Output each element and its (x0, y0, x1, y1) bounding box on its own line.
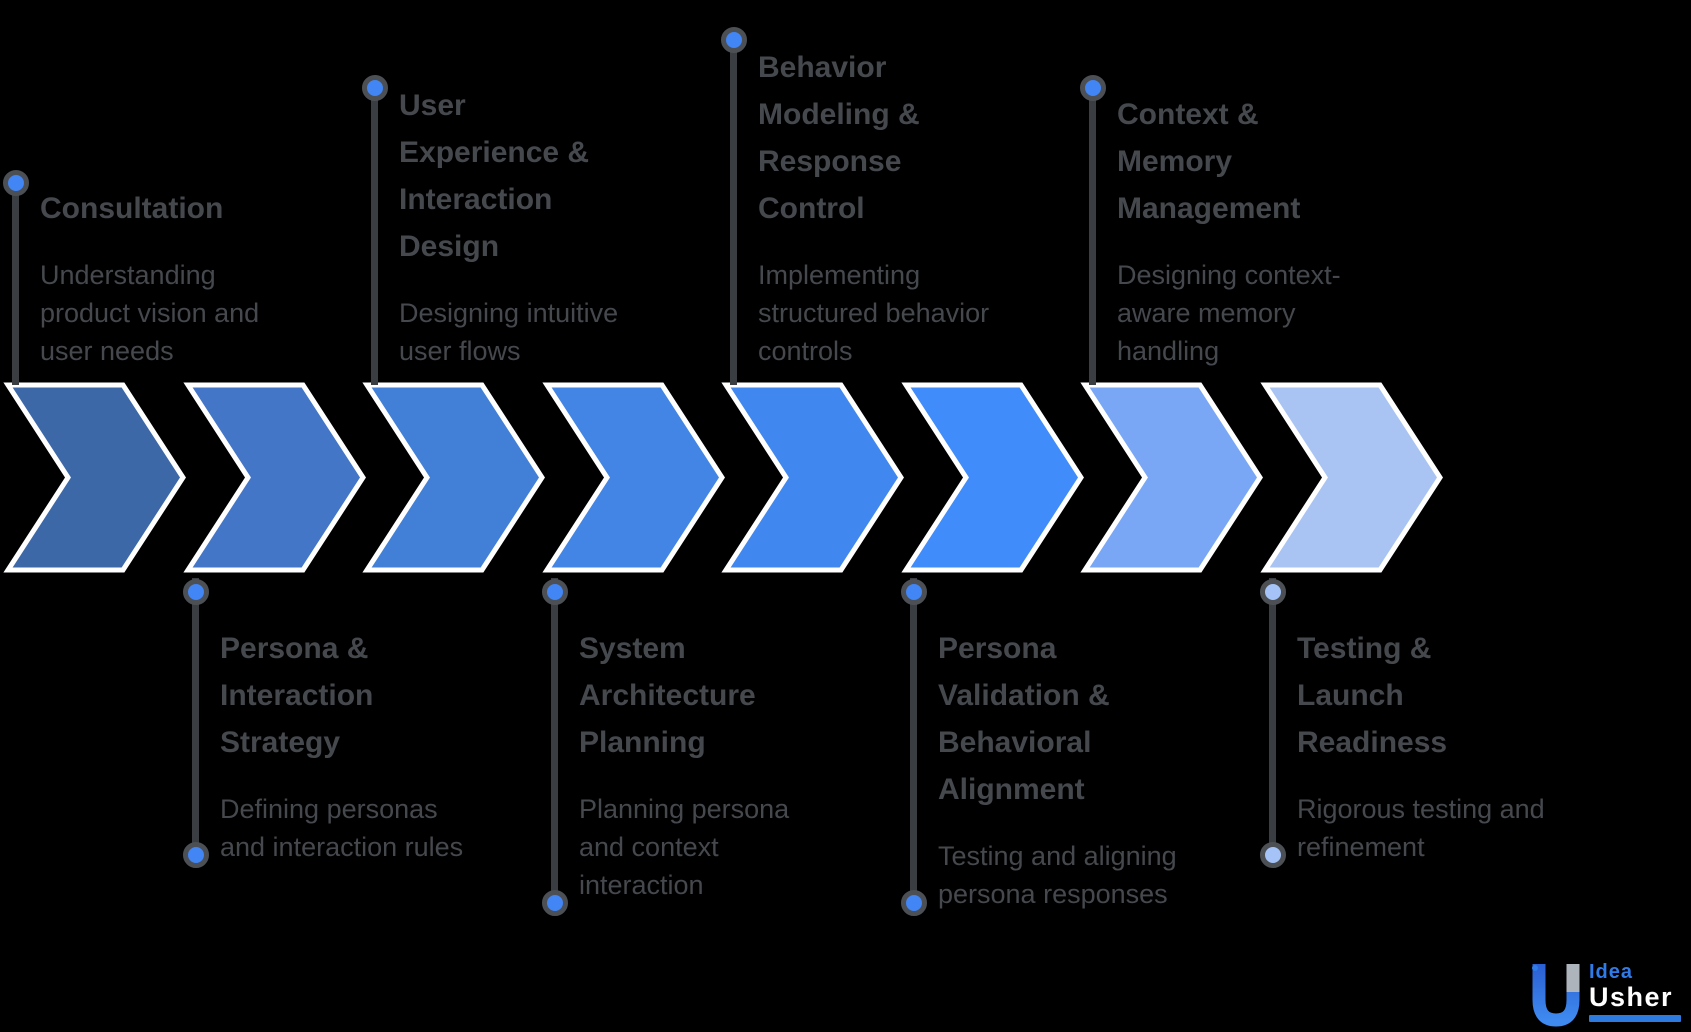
step-description: Testing and aligning persona responses (938, 841, 1177, 909)
brand-underline-bar (1589, 1015, 1681, 1022)
step-text-block: Behavior Modeling & Response Control Imp… (758, 44, 1003, 370)
connector-line (1089, 88, 1096, 385)
step-heading: Consultation (40, 192, 224, 225)
connector-line (730, 40, 737, 385)
connector-dot (1260, 842, 1286, 868)
connector-line (371, 88, 378, 385)
connector-line (1269, 578, 1276, 855)
connector-dot (901, 579, 927, 605)
brand-u-icon (1532, 964, 1580, 1027)
connector-line (192, 578, 199, 855)
brand-word-usher: Usher (1589, 982, 1674, 1012)
process-arrow (183, 382, 366, 573)
process-arrow (542, 382, 725, 573)
connector-dot (1260, 579, 1286, 605)
connector-dot (183, 842, 209, 868)
connector-dot (362, 75, 388, 101)
step-description: Planning persona and context interaction (579, 794, 790, 900)
step-description: Designing context-aware memory handling (1117, 260, 1341, 366)
process-arrow (3, 382, 186, 573)
step-description: Defining personas and interaction rules (220, 794, 464, 862)
brand-wordmark: Idea Usher (1589, 962, 1681, 1022)
process-arrow (721, 382, 904, 573)
connector-line (551, 578, 558, 903)
brand-logo: Idea Usher (1530, 962, 1681, 1028)
step-heading: User Experience & Interaction Design (399, 89, 590, 263)
connector-dot (3, 170, 29, 196)
process-arrow (1260, 382, 1443, 573)
connector-dot (542, 890, 568, 916)
step-description: Understanding product vision and user ne… (40, 260, 260, 366)
step-heading: System Architecture Planning (579, 632, 756, 759)
step-heading: Testing & Launch Readiness (1297, 632, 1448, 759)
step-heading: Behavior Modeling & Response Control (758, 51, 920, 225)
connector-dot (542, 579, 568, 605)
step-heading: Persona Validation & Behavioral Alignmen… (938, 632, 1110, 806)
process-arrow (362, 382, 545, 573)
connector-dot (1080, 75, 1106, 101)
step-text-block: Testing & Launch Readiness Rigorous test… (1297, 625, 1557, 866)
connector-dot (901, 890, 927, 916)
connector-dot (183, 579, 209, 605)
step-text-block: User Experience & Interaction Design Des… (399, 82, 639, 370)
step-text-block: Persona & Interaction Strategy Defining … (220, 625, 475, 866)
step-heading: Context & Memory Management (1117, 98, 1301, 225)
step-text-block: Consultation Understanding product visio… (40, 185, 305, 370)
process-arrow (901, 382, 1084, 573)
step-description: Designing intuitive user flows (399, 298, 619, 366)
step-text-block: System Architecture Planning Planning pe… (579, 625, 814, 904)
step-description: Rigorous testing and refinement (1297, 794, 1545, 862)
step-text-block: Persona Validation & Behavioral Alignmen… (938, 625, 1188, 913)
connector-line (12, 183, 19, 385)
connector-dot (721, 27, 747, 53)
step-heading: Persona & Interaction Strategy (220, 632, 374, 759)
brand-word-idea: Idea (1589, 961, 1634, 983)
process-arrow (1080, 382, 1263, 573)
connector-line (910, 578, 917, 903)
step-text-block: Context & Memory Management Designing co… (1117, 91, 1362, 370)
step-description: Implementing structured behavior control… (758, 260, 990, 366)
